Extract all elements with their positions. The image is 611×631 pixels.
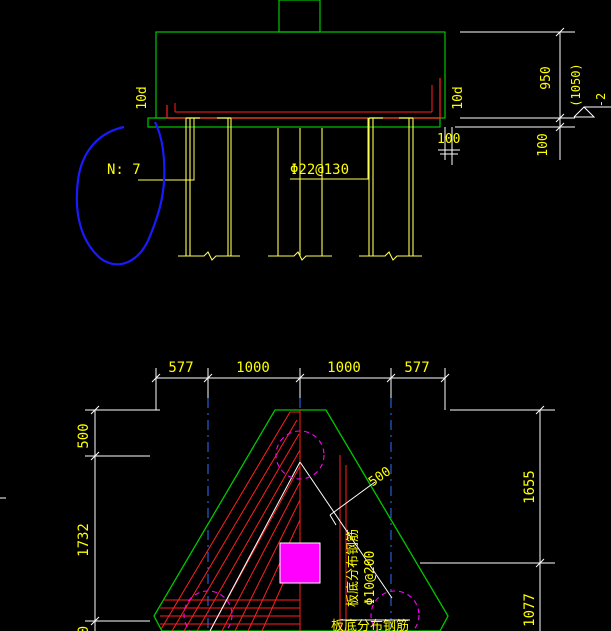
hand-annotation-circle (75, 121, 166, 266)
anchor-left-label: 10d (135, 86, 150, 109)
dim-top-2: 1000 (236, 360, 270, 376)
anchor-right-label: 10d (451, 86, 466, 109)
dim-cover: 100 (437, 132, 460, 147)
column-square (279, 542, 321, 584)
dim-left-bottom: 0 (76, 626, 92, 631)
plan-left-dims (85, 405, 150, 631)
cap-body (155, 31, 446, 119)
plan-top-dims (150, 368, 555, 411)
pile-cap-section: 10d 10d N: 7 Φ22@130 950 (1050) -2 100 1… (107, 0, 611, 261)
note-distribution-rebar-2: 板底分布钢筋 (331, 618, 409, 631)
pile-count-leader (138, 118, 195, 181)
pile-cap-plan: 577 1000 1000 577 500 1732 0 1655 1077 (76, 360, 555, 631)
dim-1050: (1050) (569, 63, 583, 106)
red-rebar-hatch (159, 410, 347, 631)
rebar-spec-label: Φ22@130 (290, 162, 349, 178)
dim-slope-500: 500 (366, 464, 394, 490)
triangle-cap-outline (153, 409, 449, 631)
column-stub (278, 0, 321, 33)
dim-left-500: 500 (76, 423, 92, 448)
bottom-rebar (166, 78, 441, 119)
dim-950: 950 (539, 66, 554, 89)
dim-right-1077: 1077 (522, 593, 538, 627)
piles (178, 117, 422, 261)
construction-lines (209, 461, 393, 631)
cap-base (147, 117, 441, 128)
dim-right-1655: 1655 (522, 470, 538, 504)
dim-top-4: 577 (404, 360, 429, 376)
note-rebar-spec: Φ10@200 (363, 551, 378, 606)
note-distribution-rebar: 板底分布钢筋 (345, 529, 361, 607)
dim-left-1732: 1732 (76, 523, 92, 557)
dim-top-3: 1000 (327, 360, 361, 376)
section-dims (438, 27, 611, 165)
dim-top-1: 577 (168, 360, 193, 376)
dim-neg: -2 (594, 93, 608, 107)
pile-circles (183, 430, 420, 631)
plan-right-dims (420, 405, 555, 631)
pile-count-label: N: 7 (107, 162, 141, 178)
dim-base: 100 (536, 133, 551, 156)
